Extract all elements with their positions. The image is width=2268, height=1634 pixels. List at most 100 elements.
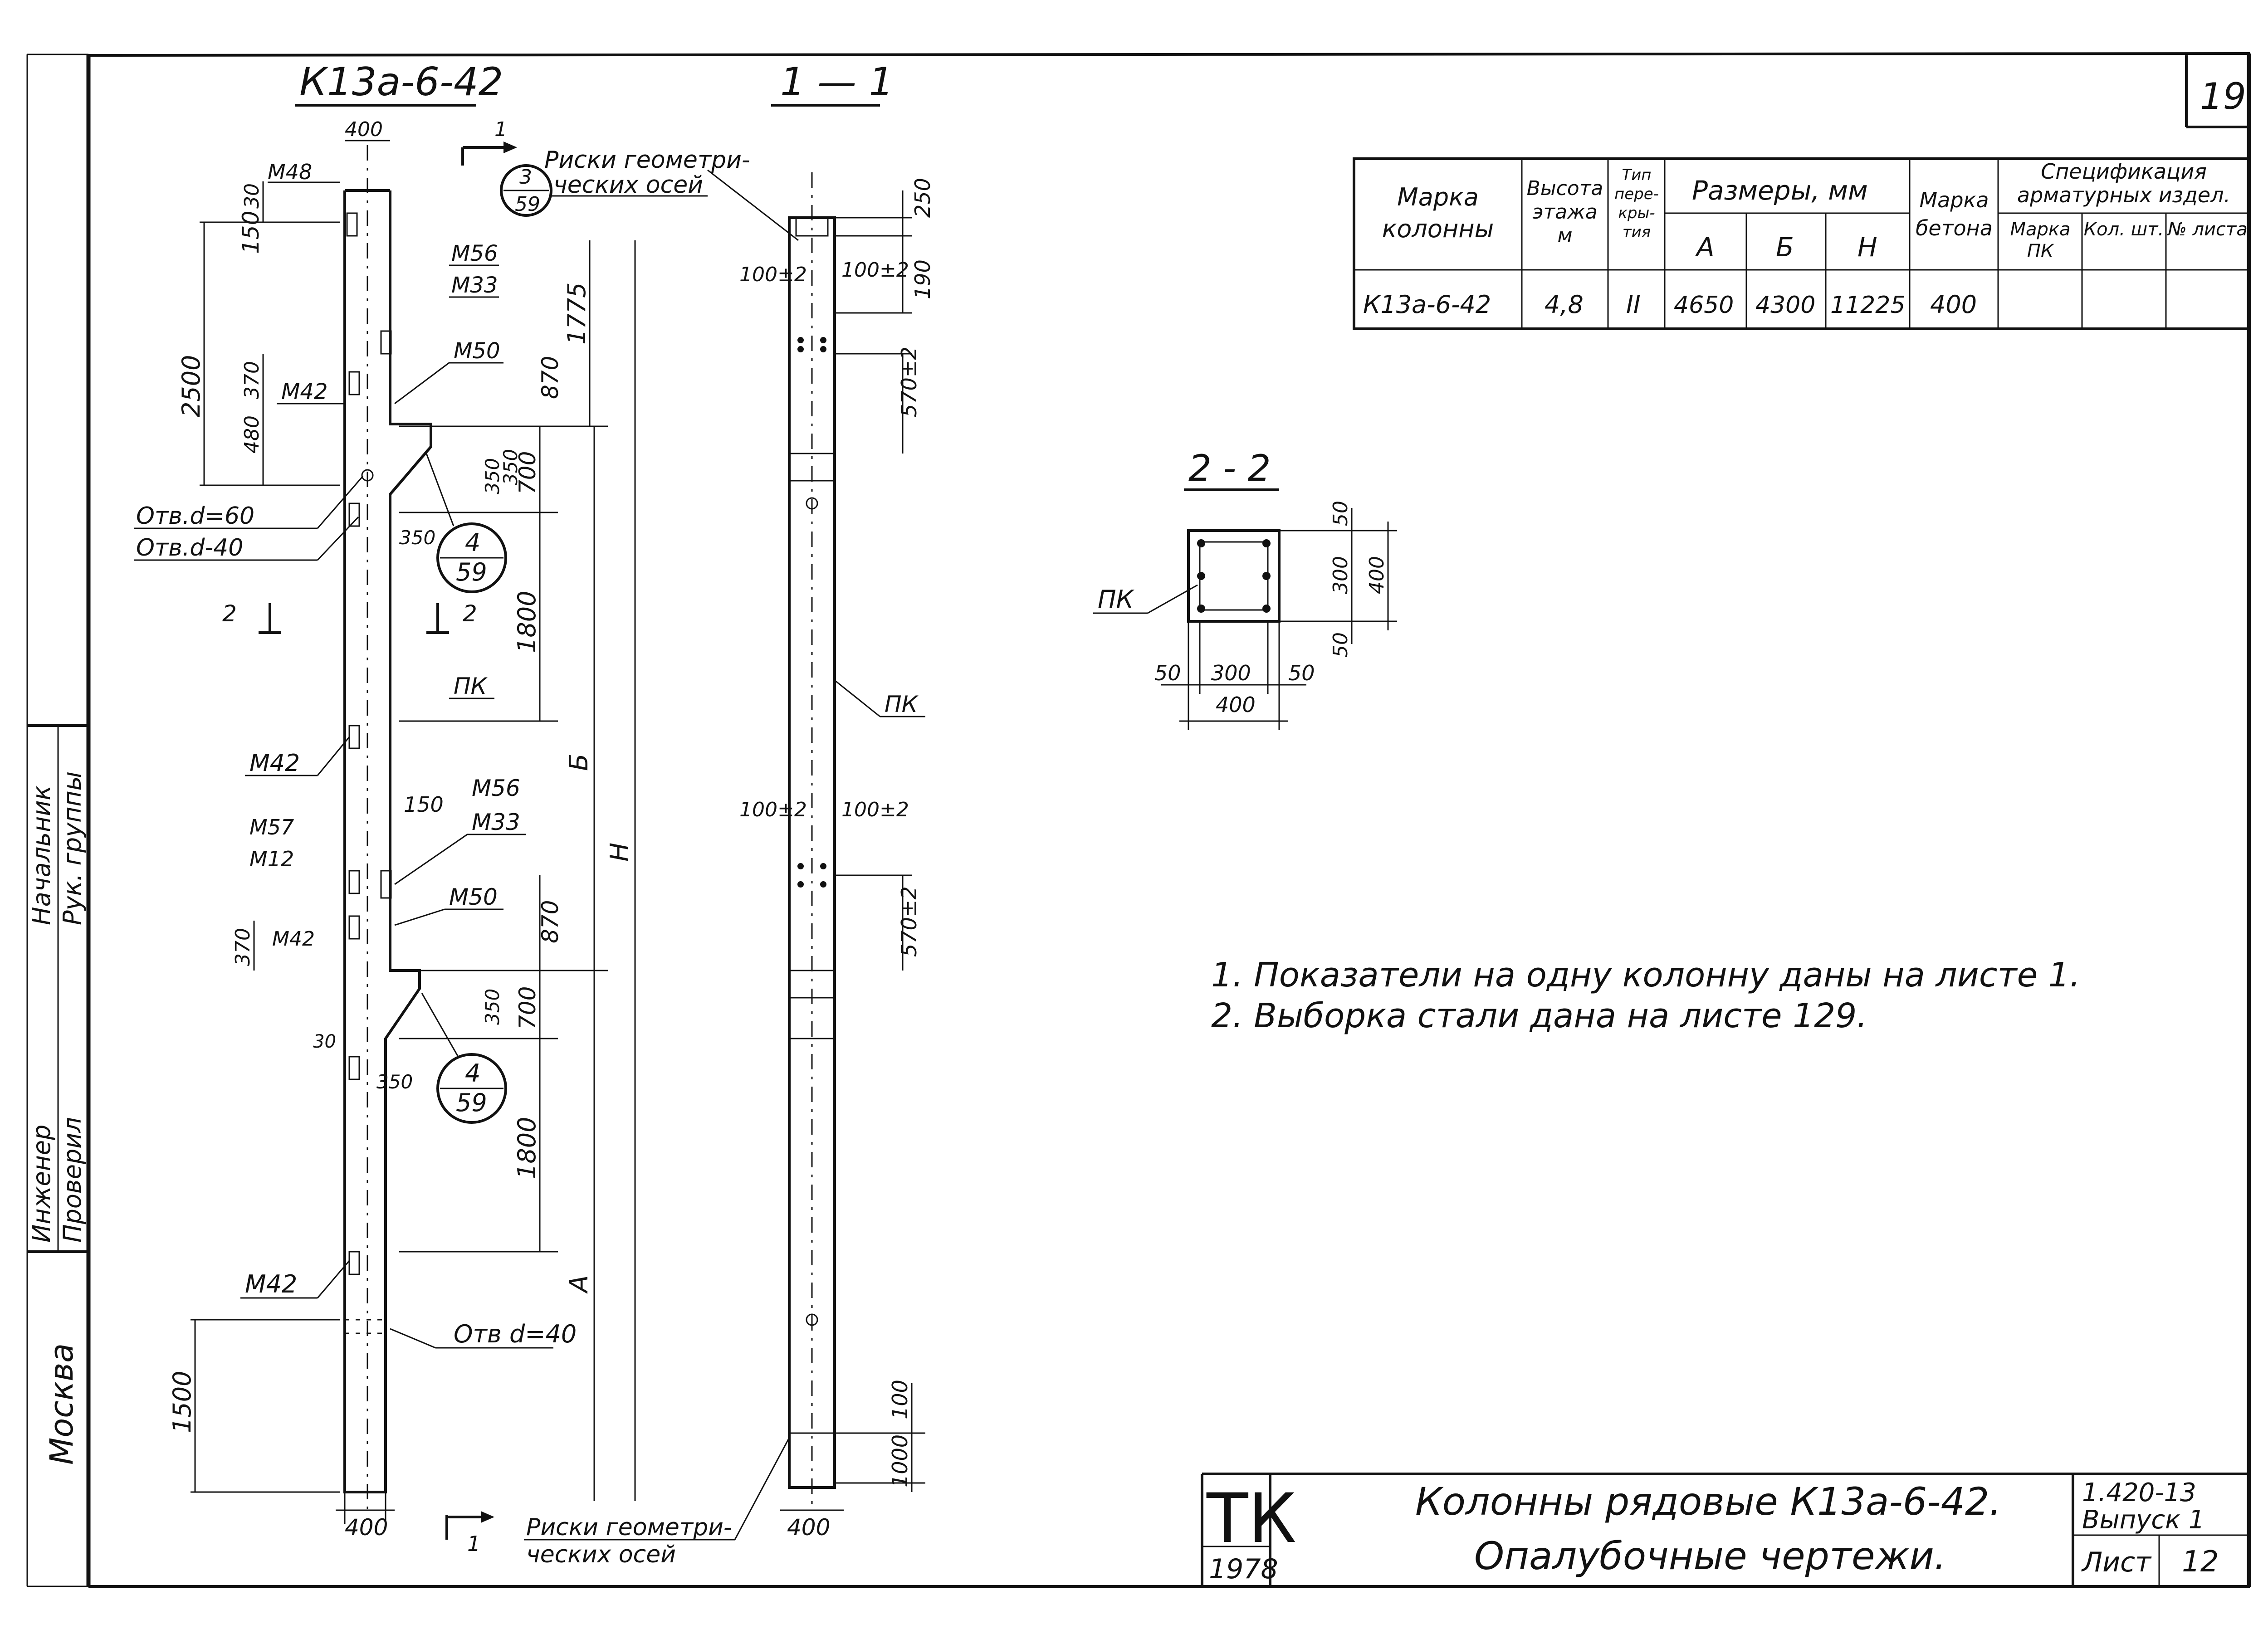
td-a: 4650: [1674, 292, 1734, 319]
sheet-number-box: 19: [2185, 55, 2249, 128]
sec11-dim-100-bot: 100: [888, 1380, 912, 1419]
th-a: А: [1695, 232, 1715, 263]
dim-350-b: 350: [481, 989, 503, 1025]
dim-1800-lower: 1800: [513, 1117, 541, 1179]
sec22-dim-50r: 50: [1288, 661, 1315, 685]
sec11-dim-100b-left: 100±2: [739, 798, 807, 821]
label-m42-bot: М42: [245, 1270, 297, 1298]
dim-700b: 700: [514, 986, 541, 1029]
marks-bottom-line2: ческих осей: [526, 1541, 676, 1568]
dim-B: Б: [564, 754, 594, 771]
elevation-view: К13а-6-42 2500 1500 150 30 370: [134, 59, 799, 1568]
tb-series: 1.420-13: [2082, 1478, 2196, 1507]
dim-370b: 370: [231, 928, 254, 966]
tb-sheet-no: 12: [2182, 1545, 2219, 1579]
th-qty: Кол. шт.: [2083, 219, 2164, 240]
callout-1-den: 59: [456, 558, 487, 586]
label-hole60: Отв.d=60: [136, 502, 254, 530]
sec11-dim-100-right: 100±2: [841, 259, 909, 282]
label-m42-top: М42: [281, 379, 328, 405]
marks-top-line1: Риски геометри-: [544, 146, 750, 174]
tb-year: 1978: [1209, 1553, 1278, 1585]
sec22-dim-300v: 300: [1329, 556, 1352, 594]
stamp-city: Москва: [43, 1343, 80, 1465]
section-2-2: 2 - 2 ПК 50 300 400 50 50 300 50 400: [1093, 447, 1397, 730]
title-block: ТК 1978 Колонны рядовые К13а-6-42. Опалу…: [1201, 1473, 2249, 1586]
label-m50-top: М50: [454, 338, 500, 364]
elevation-title: К13а-6-42: [299, 59, 503, 105]
td-h: 11225: [1830, 292, 1905, 319]
th-mark: Марка колонны: [1382, 183, 1494, 243]
dim-350-d: 350: [399, 527, 435, 549]
dim-A: А: [564, 1275, 594, 1294]
sec22-pk: ПК: [1098, 585, 1135, 614]
marks-top-line2: ческих осей: [553, 171, 703, 199]
stamp-line2: Проверил: [58, 1117, 87, 1243]
dim-H: Н: [605, 843, 635, 862]
note-1: 1. Показатели на одну колонну даны на ли…: [1211, 956, 2080, 995]
sheet-number: 19: [2200, 75, 2246, 117]
dim-700: 700: [514, 451, 541, 494]
tb-title-line2: Опалубочные чертежи.: [1474, 1534, 1946, 1578]
th-b: Б: [1776, 232, 1794, 263]
dim-1500: 1500: [168, 1371, 196, 1433]
label-hole40-bot: Отв d=40: [454, 1320, 577, 1348]
dim-30b: 30: [313, 1031, 336, 1052]
sec11-dim-400: 400: [787, 1514, 830, 1541]
tb-title-line1: Колонны рядовые К13а-6-42.: [1415, 1479, 2001, 1524]
td-height: 4,8: [1545, 290, 1584, 319]
dim-370: 370: [240, 361, 264, 399]
section-mark-left: 2: [222, 600, 237, 627]
sec11-dim-1000: 1000: [888, 1434, 912, 1488]
label-m42-mid2: М42: [272, 927, 315, 951]
dim-150b: 150: [404, 792, 444, 817]
tb-logo: ТК: [1206, 1479, 1296, 1558]
tb-sheet-label: Лист: [2081, 1546, 2152, 1578]
sec22-dim-400h: 400: [1216, 693, 1256, 717]
sec11-dim-100b-right: 100±2: [841, 798, 909, 821]
th-sizes: Размеры, мм: [1692, 175, 1868, 206]
label-m48: М48: [268, 160, 312, 184]
th-cover: Тип пере- кры- тия: [1614, 166, 1659, 241]
dim-2500: 2500: [177, 355, 205, 417]
dim-400-bot: 400: [345, 1514, 388, 1541]
th-sheet: № листа: [2168, 219, 2248, 240]
callout-2-den: 59: [456, 1088, 487, 1117]
label-m42-mid: М42: [249, 750, 300, 777]
label-m12: М12: [249, 847, 294, 871]
sheet-frame: [26, 52, 2251, 1588]
section-2-2-title: 2 - 2: [1188, 447, 1271, 489]
marks-bottom-line1: Риски геометри-: [526, 1514, 732, 1541]
side-stamp: Москва Инженер Проверил Начальник Рук. г…: [27, 724, 88, 1465]
label-m50-mid: М50: [449, 884, 498, 910]
section-1-1-title: 1 — 1: [780, 59, 894, 105]
label-hole40: Отв.d-40: [136, 534, 243, 561]
sec11-dim-570: 570±2: [897, 346, 921, 417]
callout-3-den: 59: [515, 193, 540, 216]
th-pk-mark: Марка ПК: [2010, 219, 2071, 262]
dim-480: 480: [240, 415, 264, 454]
callout-3-num: 3: [519, 166, 532, 189]
td-cover: II: [1626, 290, 1641, 319]
dim-350-a: 350: [481, 458, 503, 494]
td-concrete: 400: [1930, 290, 1977, 319]
stamp-line4: Рук. группы: [58, 771, 87, 925]
td-b: 4300: [1755, 292, 1815, 319]
dim-150: 150: [238, 211, 264, 254]
sec22-dim-50b: 50: [1329, 632, 1352, 658]
tb-issue: Выпуск 1: [2082, 1505, 2204, 1535]
arrow-num-top: 1: [494, 118, 507, 141]
label-m33-mid: М33: [472, 809, 520, 835]
label-m33-top: М33: [451, 273, 498, 298]
callout-1-num: 4: [465, 528, 480, 557]
sec11-dim-190: 190: [910, 259, 935, 299]
bar-marks: [797, 337, 826, 888]
th-spec: Спецификация арматурных издел.: [2017, 160, 2231, 207]
dim-350-c: 350: [499, 449, 522, 485]
th-h: Н: [1857, 232, 1877, 263]
label-m57: М57: [249, 815, 294, 839]
dim-350-lower: 350: [376, 1071, 413, 1093]
dim-1800-upper: 1800: [513, 591, 541, 653]
label-m56-top: М56: [451, 241, 498, 266]
